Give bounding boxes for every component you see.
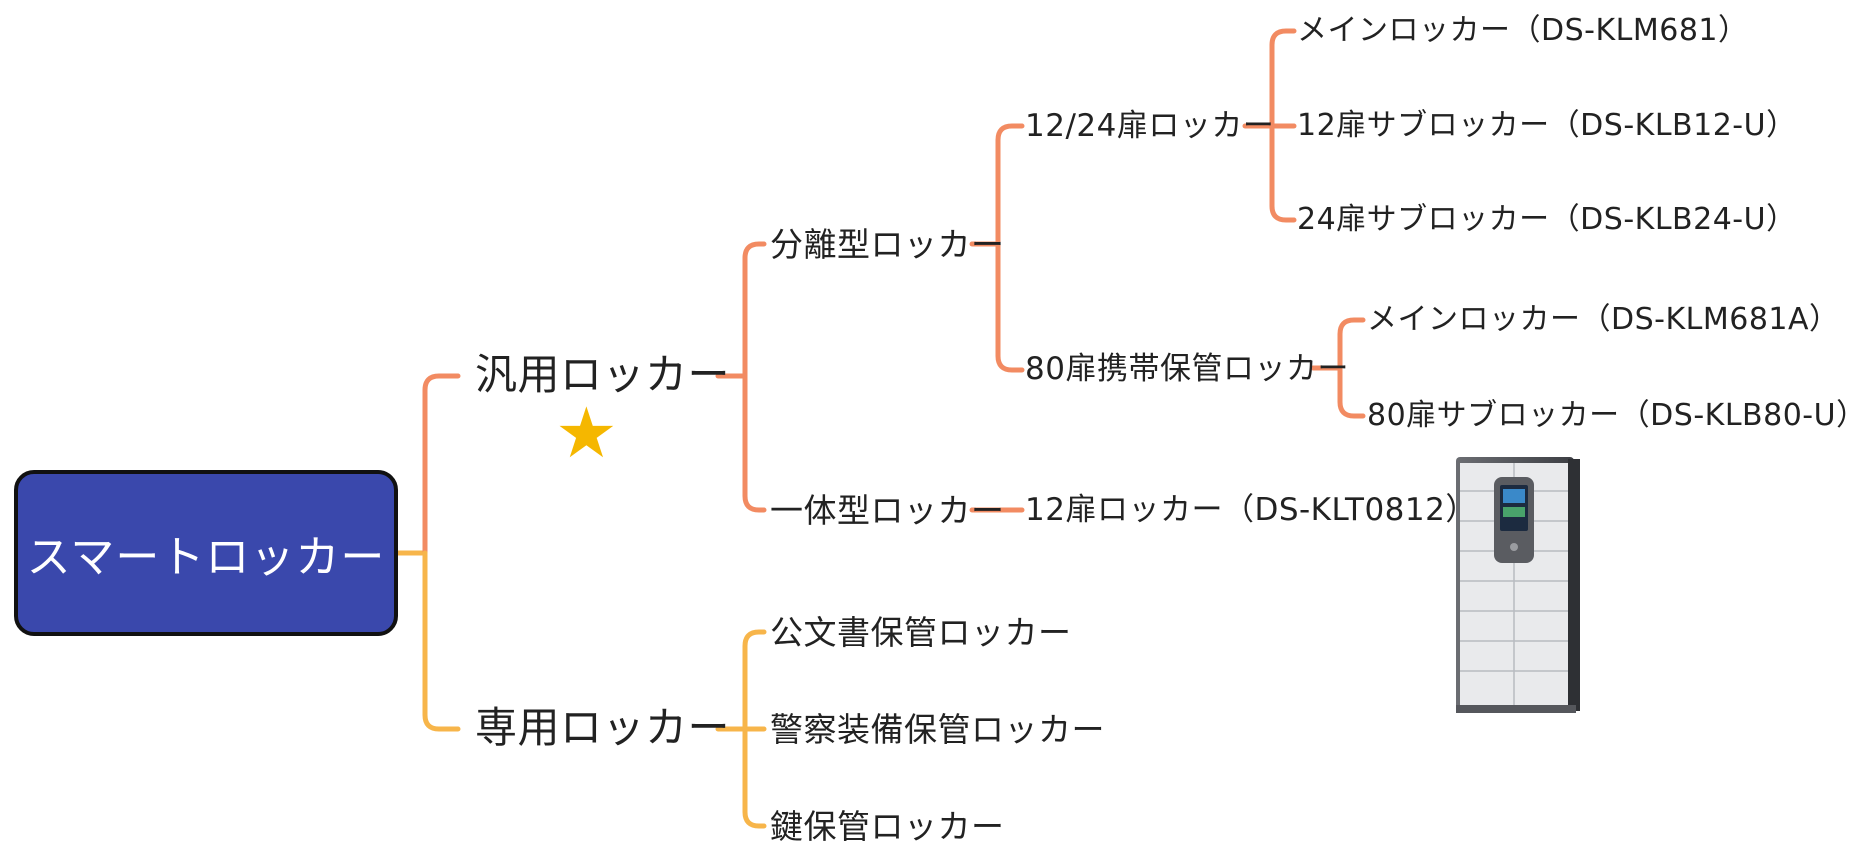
root-node: スマートロッカー [14,470,398,636]
node-80-child-1: メインロッカー（DS-KLM681A） [1367,302,1840,337]
node-1224-child-3: 24扉サブロッカー（DS-KLB24-U） [1297,202,1797,237]
node-separate-locker: 分離型ロッカー [770,225,1005,264]
node-integrated-locker: 一体型ロッカー [770,491,1005,530]
connector-root-general [422,373,461,556]
node-general-locker: 汎用ロッカー [475,350,731,399]
connector-separate-80 [995,241,1025,373]
connector-1224-child-3 [1269,123,1297,223]
connector-dedicated-child-3 [742,726,767,829]
node-1224-child-1: メインロッカー（DS-KLM681） [1297,13,1749,48]
connector-80-child-2 [1337,365,1366,419]
node-dedicated-locker: 専用ロッカー [475,703,731,752]
node-integrated-child: 12扉ロッカー（DS-KLT0812） [1025,492,1477,528]
connector-80-child-1 [1337,317,1366,371]
node-1224-child-2: 12扉サブロッカー（DS-KLB12-U） [1297,108,1797,143]
node-dedicated-child-1: 公文書保管ロッカー [770,613,1072,652]
mindmap-connectors [395,28,1366,829]
connector-dedicated-child-1 [742,629,767,732]
node-1224-locker: 12/24扉ロッカー [1025,108,1275,144]
node-80-child-2: 80扉サブロッカー（DS-KLB80-U） [1367,398,1867,433]
connector-general-integrated [742,373,767,513]
connector-1224-child-1 [1269,28,1297,129]
node-dedicated-child-2: 警察装備保管ロッカー [770,710,1105,749]
star-icon: ★ [555,392,618,474]
connector-separate-1224 [995,123,1025,247]
connector-general-separate [742,241,767,379]
node-80-locker: 80扉携帯保管ロッカー [1025,351,1349,387]
root-node-label: スマートロッカー [26,532,386,583]
node-dedicated-child-3: 鍵保管ロッカー [770,807,1005,846]
connector-root-dedicated [422,550,461,732]
smart-locker-image [1456,457,1580,713]
